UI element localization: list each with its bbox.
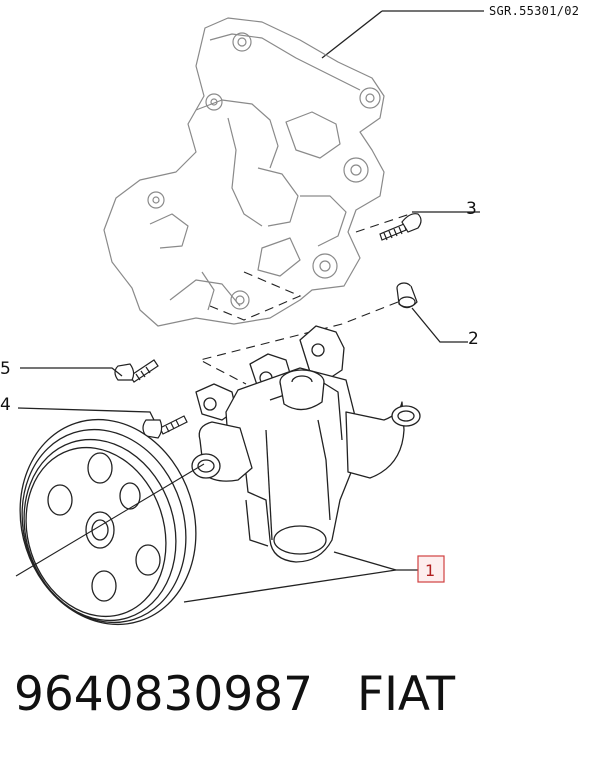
callout-3-label: 3 [466,199,477,219]
exploded-parts-diagram: SGR.55301/02 3 [0,4,579,626]
assembly-guide-lines [198,213,411,385]
brand-name: FIAT [357,667,456,722]
callout-1-leaders [183,551,418,603]
bolt-part-3 [379,211,480,241]
part-number: 9640830987 [14,667,314,722]
callout-5-label: 5 [0,359,11,379]
mounting-bracket [103,17,385,327]
reference-code-group: SGR.55301/02 [321,4,579,59]
power-steering-pump [191,325,421,563]
shaft-centerline [15,463,205,577]
bolt-part-4 [17,407,188,439]
callout-4-label: 4 [0,395,11,415]
callout-1-highlight-box [417,555,445,583]
bushing-part-2 [396,282,468,343]
callout-1-label: 1 [425,561,435,580]
callout-2-label: 2 [468,329,479,349]
reference-code: SGR.55301/02 [489,4,579,18]
part-caption: 9640830987 FIAT [14,660,594,730]
bolt-part-5 [20,359,159,383]
pulley [19,418,197,626]
